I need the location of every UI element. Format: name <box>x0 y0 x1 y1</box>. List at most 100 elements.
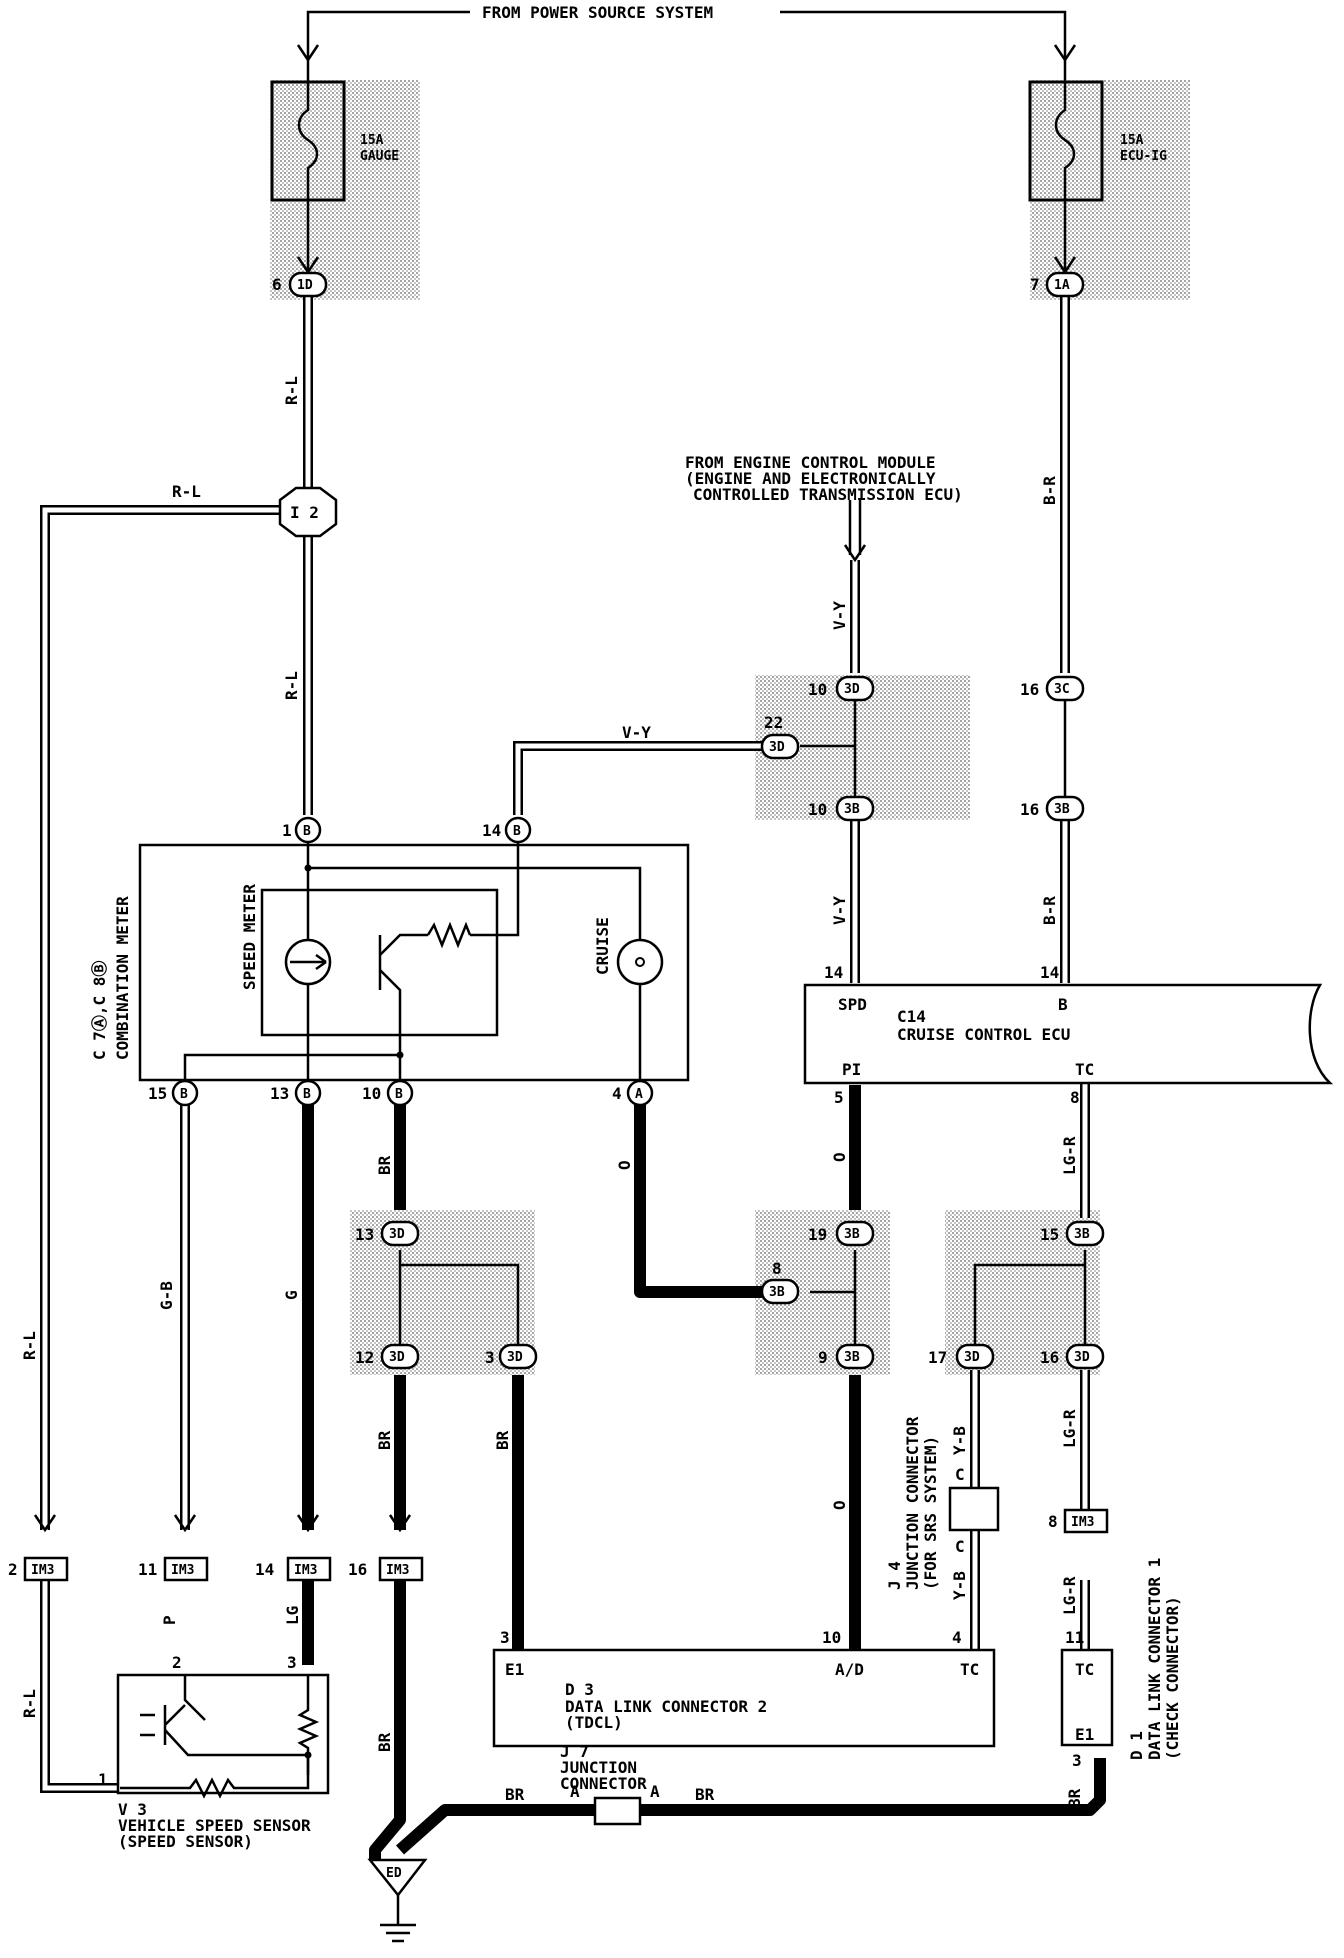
j4-code: J 4 <box>885 1561 904 1590</box>
junction-connector-j4: C C J 4 JUNCTION CONNECTOR (FOR SRS SYST… <box>885 1416 1000 1590</box>
connector-3D-17: 3D 17 <box>928 1343 995 1370</box>
svg-text:CONNECTOR: CONNECTOR <box>560 1774 647 1793</box>
svg-text:FROM ENGINE CONTROL MODULE: FROM ENGINE CONTROL MODULE <box>685 453 935 472</box>
connector-3B-16: 3B 16 <box>1020 795 1085 822</box>
connector-1A: 1A 7 <box>1030 271 1085 298</box>
svg-text:LG: LG <box>283 1606 302 1625</box>
cruise-control-ecu: SPD B C14 CRUISE CONTROL ECU PI TC 14 14… <box>803 963 1334 1107</box>
svg-text:22: 22 <box>764 713 783 732</box>
svg-text:IM3: IM3 <box>171 1563 194 1578</box>
svg-text:G-B: G-B <box>157 1281 176 1310</box>
svg-text:O: O <box>830 1152 849 1162</box>
junction-i2-label: I 2 <box>290 503 319 522</box>
svg-text:IM3: IM3 <box>386 1563 409 1578</box>
speed-meter-label: SPEED METER <box>240 884 259 990</box>
svg-text:BR: BR <box>375 1430 394 1450</box>
svg-text:16: 16 <box>1020 680 1039 699</box>
svg-text:3B: 3B <box>1054 802 1070 817</box>
ecu-code: C14 <box>897 1007 926 1026</box>
svg-text:SPD: SPD <box>838 995 867 1014</box>
svg-text:G: G <box>282 1290 301 1300</box>
svg-text:IM3: IM3 <box>294 1563 317 1578</box>
svg-text:19: 19 <box>808 1225 827 1244</box>
svg-text:R-L: R-L <box>172 482 201 501</box>
svg-text:3D: 3D <box>389 1350 405 1365</box>
svg-text:3: 3 <box>1072 1751 1082 1770</box>
connector-3B-15: 3B 15 <box>1040 1220 1105 1247</box>
svg-text:4: 4 <box>952 1628 962 1647</box>
svg-text:3B: 3B <box>844 802 860 817</box>
svg-text:BR: BR <box>375 1155 394 1175</box>
fuse-gauge-amp: 15A <box>360 133 384 148</box>
data-link-connector-1: TC E1 11 3 D 1 DATA LINK CONNECTOR 1 (CH… <box>1060 1558 1182 1770</box>
connector-B-15: B 15 <box>148 1079 199 1107</box>
connector-3D-22: 3D 22 <box>760 713 800 760</box>
svg-text:16: 16 <box>348 1560 367 1579</box>
svg-text:PI: PI <box>842 1060 861 1079</box>
svg-text:TC: TC <box>960 1660 979 1679</box>
svg-text:C: C <box>955 1465 965 1484</box>
svg-text:14: 14 <box>482 821 501 840</box>
svg-text:14: 14 <box>1040 963 1059 982</box>
wire-labels: R-L R-L R-L B-R V-Y V-Y V-Y B-R O O O LG… <box>20 376 1084 1808</box>
svg-text:16: 16 <box>1020 800 1039 819</box>
connector-1D: 1D 6 <box>272 271 328 298</box>
svg-text:3D: 3D <box>507 1350 523 1365</box>
svg-text:R-L: R-L <box>282 671 301 700</box>
svg-text:JUNCTION: JUNCTION <box>560 1758 637 1777</box>
connector-B-10: B 10 <box>362 1079 414 1107</box>
svg-text:CONTROLLED TRANSMISSION ECU): CONTROLLED TRANSMISSION ECU) <box>693 485 963 504</box>
connector-3B-9: 3B 9 <box>818 1343 875 1370</box>
svg-text:5: 5 <box>834 1088 844 1107</box>
connector-3D-16: 3D 16 <box>1040 1343 1105 1370</box>
svg-text:17: 17 <box>928 1348 947 1367</box>
svg-text:8: 8 <box>1070 1088 1080 1107</box>
connector-B-1: B 1 <box>282 816 322 844</box>
svg-text:TC: TC <box>1075 1060 1094 1079</box>
svg-text:3: 3 <box>287 1653 297 1672</box>
svg-text:R-L: R-L <box>20 1689 39 1718</box>
thick-wires <box>302 1085 1106 1860</box>
dlc1-sub: (CHECK CONNECTOR) <box>1163 1596 1182 1760</box>
svg-text:10: 10 <box>808 680 827 699</box>
svg-text:LG-R: LG-R <box>1060 1576 1079 1615</box>
svg-text:11: 11 <box>1065 1628 1084 1647</box>
svg-text:14: 14 <box>824 963 843 982</box>
connector-IM3-14: IM3 14 <box>255 1556 332 1582</box>
svg-text:15: 15 <box>148 1084 167 1103</box>
v3-code: V 3 <box>118 1800 147 1819</box>
j7-code: J 7 <box>560 1742 589 1761</box>
connector-A-4: A 4 <box>612 1079 654 1107</box>
ecu-name: CRUISE CONTROL ECU <box>897 1025 1070 1044</box>
connector-3D-10: 3D 10 <box>808 675 875 702</box>
svg-text:3D: 3D <box>964 1350 980 1365</box>
svg-text:B: B <box>303 824 311 839</box>
svg-text:4: 4 <box>612 1084 622 1103</box>
j4-sub: (FOR SRS SYSTEM) <box>921 1436 940 1590</box>
svg-text:LG-R: LG-R <box>1060 1136 1079 1175</box>
svg-text:V-Y: V-Y <box>830 601 849 630</box>
svg-text:R-L: R-L <box>20 1331 39 1360</box>
svg-text:E1: E1 <box>505 1660 524 1679</box>
svg-text:1D: 1D <box>297 278 313 293</box>
svg-text:Y-B: Y-B <box>950 1426 969 1455</box>
dlc2-name: DATA LINK CONNECTOR 2 <box>565 1697 767 1716</box>
svg-text:3D: 3D <box>769 740 785 755</box>
svg-text:O: O <box>615 1160 634 1170</box>
svg-text:BR: BR <box>505 1785 525 1804</box>
svg-text:B: B <box>513 824 521 839</box>
connector-IM3-16: IM3 16 <box>348 1556 424 1582</box>
svg-text:3: 3 <box>485 1348 495 1367</box>
svg-text:LG-R: LG-R <box>1060 1409 1079 1448</box>
connector-3B-8: 3B 8 <box>760 1259 800 1305</box>
svg-text:9: 9 <box>818 1348 828 1367</box>
connector-3D-3: 3D 3 <box>485 1343 538 1370</box>
fuse-gauge-name: GAUGE <box>360 149 399 164</box>
j4-name: JUNCTION CONNECTOR <box>903 1416 922 1590</box>
vehicle-speed-sensor: 2 3 1 V 3 VEHICLE SPEED SENSOR (SPEED SE… <box>98 1653 330 1851</box>
svg-text:3D: 3D <box>389 1227 405 1242</box>
power-source-label: FROM POWER SOURCE SYSTEM <box>482 3 713 22</box>
junction-links <box>398 700 1087 1345</box>
svg-text:10: 10 <box>822 1628 841 1647</box>
